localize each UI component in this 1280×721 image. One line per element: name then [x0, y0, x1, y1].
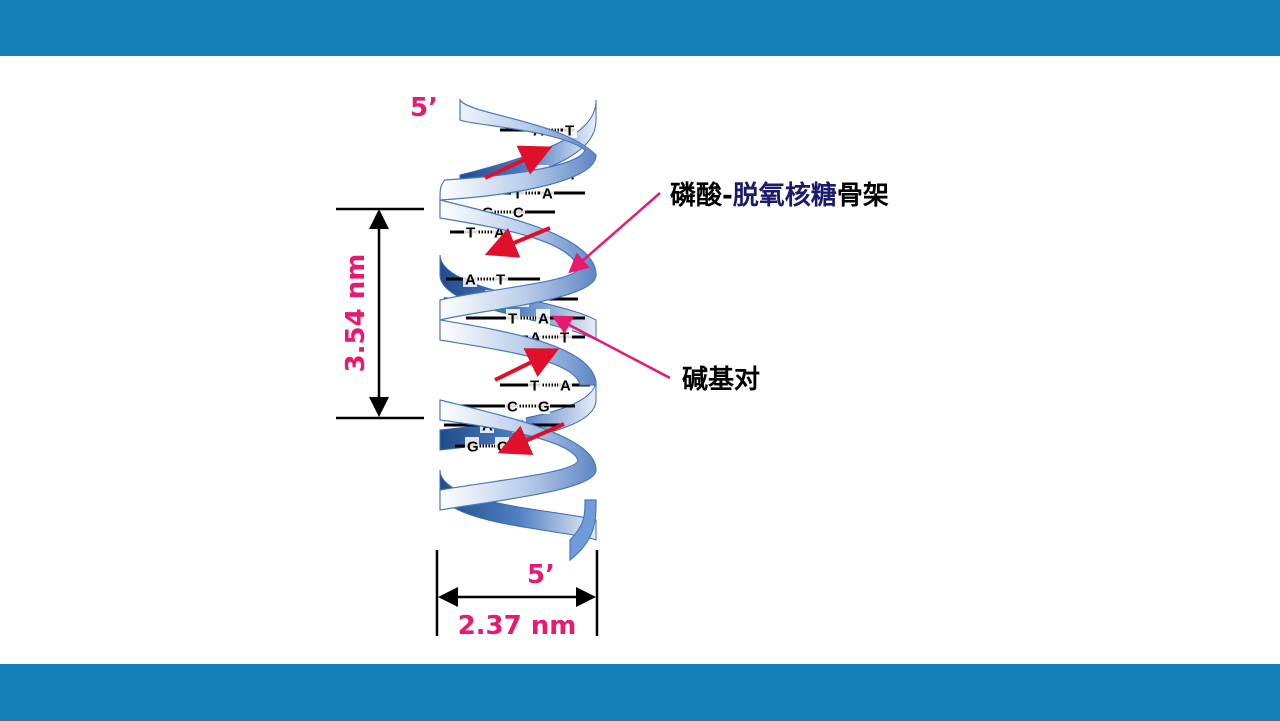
strand-direction-arrows	[484, 145, 565, 455]
base-letter-background	[463, 270, 477, 287]
pitch-dimension	[336, 207, 424, 420]
backbone-label-part1: 磷酸-	[670, 181, 733, 211]
five-prime-top-label: 5’	[410, 93, 438, 123]
base-letter-background	[506, 309, 520, 326]
base-right: C	[497, 439, 508, 456]
base-letter-background	[536, 397, 550, 414]
base-right: A	[560, 378, 571, 395]
footer-bar	[0, 664, 1280, 721]
base-left: T	[513, 186, 522, 203]
base-letter-background	[511, 203, 525, 220]
strand-arrow-up	[484, 145, 553, 180]
base-right: G	[538, 399, 550, 416]
base-letter-background	[563, 121, 577, 138]
base-left: T	[530, 378, 539, 395]
width-label: 2.37 nm	[458, 611, 577, 641]
pitch-label: 3.54 nm	[341, 254, 371, 373]
five-prime-bottom-label: 5’	[527, 560, 555, 590]
base-letter-background	[536, 309, 550, 326]
backbone-label: 磷酸-脱氧核糖骨架	[670, 180, 889, 211]
base-left: G	[467, 439, 479, 456]
base-letter-background	[494, 270, 508, 287]
strand-arrow-up	[494, 348, 560, 382]
helix-front-strand	[439, 98, 597, 562]
base-letter-background	[540, 184, 554, 201]
base-left: C	[507, 399, 518, 416]
base-left: A	[465, 272, 476, 289]
backbone-label-part3: 骨架	[837, 181, 889, 211]
base-left: T	[508, 311, 517, 328]
base-left: A	[530, 330, 541, 347]
base-right: A	[538, 311, 549, 328]
base-letter-background	[528, 376, 542, 393]
strand-arrow-down	[484, 226, 551, 258]
base-right: A	[542, 186, 553, 203]
base-letter-background	[465, 437, 479, 454]
base-right: T	[560, 330, 569, 347]
base-left: T	[466, 225, 475, 242]
width-dimension	[435, 550, 599, 636]
base-letter-background	[505, 397, 519, 414]
base-pair-pointer	[551, 315, 671, 380]
backbone-pointer	[568, 192, 661, 274]
base-right: C	[513, 205, 524, 222]
header-bar	[0, 0, 1280, 56]
base-pair-label: 碱基对	[682, 365, 760, 395]
base-right: T	[565, 123, 574, 140]
base-letter-background	[558, 376, 572, 393]
strand-arrow-down	[497, 422, 565, 455]
base-letter-background	[464, 223, 478, 240]
base-right: T	[496, 272, 505, 289]
backbone-label-part2: 脱氧核糖	[733, 180, 837, 211]
